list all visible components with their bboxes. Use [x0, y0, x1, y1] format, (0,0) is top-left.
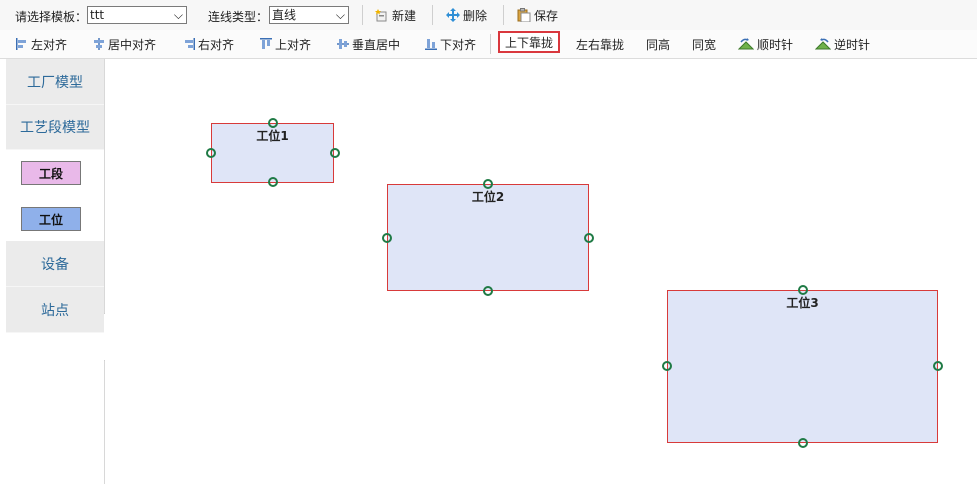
align-right-button[interactable]: 右对齐 [183, 35, 234, 53]
align-vcenter-label: 垂直居中 [352, 37, 401, 52]
rotate-counterclockwise-icon [815, 38, 831, 50]
rotate-clockwise-label: 顺时针 [757, 37, 794, 52]
align-top-label: 上对齐 [275, 37, 312, 52]
horizontal-stack-label: 左右靠拢 [576, 37, 625, 52]
line-type-select-value: 直线 [272, 8, 297, 22]
align-bottom-icon [425, 39, 437, 50]
palette-station-chip[interactable]: 工位 [21, 207, 81, 231]
station-node[interactable]: 工位3 [662, 285, 943, 448]
palette-device[interactable]: 设备 [6, 241, 104, 287]
template-select-value: ttt [90, 8, 105, 22]
palette-station-label: 工位 [38, 212, 63, 227]
new-icon [375, 9, 387, 22]
align-center-button[interactable]: 居中对齐 [93, 35, 156, 53]
palette-factory-model[interactable]: 工厂模型 [6, 59, 104, 105]
save-button-label: 保存 [534, 8, 559, 23]
rotate-clockwise-button[interactable]: 顺时针 [738, 35, 793, 53]
vertical-stack-label: 上下靠拢 [505, 35, 554, 50]
palette-process-model-label: 工艺段模型 [20, 120, 90, 136]
palette-device-label: 设备 [41, 256, 69, 273]
connection-port-right[interactable] [933, 361, 943, 371]
connection-port-bottom[interactable] [268, 177, 278, 187]
align-top-button[interactable]: 上对齐 [260, 35, 311, 53]
palette-site-label: 站点 [41, 302, 69, 319]
align-left-icon [16, 38, 26, 50]
align-top-icon [260, 38, 272, 49]
station-node-title: 工位3 [786, 296, 819, 310]
flow-canvas[interactable]: 工位1 工位2 工位3 [105, 59, 977, 484]
connection-port-left[interactable] [206, 148, 216, 158]
align-vcenter-icon [337, 39, 349, 49]
palette-factory-model-label: 工厂模型 [27, 74, 83, 91]
align-center-icon [94, 38, 104, 50]
rotate-clockwise-icon [738, 38, 754, 50]
palette-segment-label: 工段 [38, 166, 63, 181]
connection-port-top[interactable] [798, 285, 808, 295]
vertical-stack-button[interactable]: 上下靠拢 [498, 31, 561, 53]
main-toolbar: 请选择模板： ttt ⌵ 连线类型： 直线 ⌵ 新建 删除 保存 [0, 0, 977, 31]
connection-port-left[interactable] [382, 233, 392, 243]
same-height-label: 同高 [646, 37, 671, 52]
station-node-title: 工位1 [256, 129, 289, 143]
connection-port-bottom[interactable] [483, 286, 493, 296]
save-button[interactable]: 保存 [517, 6, 558, 24]
chevron-down-icon: ⌵ [173, 8, 183, 22]
line-type-select[interactable]: 直线 ⌵ [269, 6, 349, 24]
template-select[interactable]: ttt ⌵ [87, 6, 187, 24]
same-width-label: 同宽 [692, 37, 717, 52]
align-bottom-button[interactable]: 下对齐 [425, 35, 476, 53]
horizontal-stack-button[interactable]: 左右靠拢 [576, 35, 624, 53]
align-left-button[interactable]: 左对齐 [16, 35, 67, 53]
new-button-label: 新建 [392, 8, 417, 23]
station-node[interactable]: 工位1 [206, 118, 340, 187]
toolbar-divider [503, 5, 504, 25]
station-node[interactable]: 工位2 [382, 179, 594, 296]
align-right-label: 右对齐 [198, 37, 235, 52]
same-width-button[interactable]: 同宽 [692, 35, 716, 53]
align-center-label: 居中对齐 [108, 37, 157, 52]
station-node-title: 工位2 [471, 190, 505, 204]
line-type-label: 连线类型： [208, 10, 269, 24]
connection-port-top[interactable] [268, 118, 278, 128]
delete-button-label: 删除 [463, 8, 488, 23]
move-arrows-icon [446, 8, 460, 22]
toolbar-divider [432, 5, 433, 25]
chevron-down-icon: ⌵ [335, 8, 345, 22]
rotate-counterclockwise-label: 逆时针 [834, 37, 871, 52]
palette-process-model[interactable]: 工艺段模型 [6, 105, 104, 150]
align-bottom-label: 下对齐 [440, 37, 477, 52]
rotate-counterclockwise-button[interactable]: 逆时针 [815, 35, 870, 53]
toolbar-divider [490, 34, 491, 54]
new-button[interactable]: 新建 [375, 6, 416, 24]
clipboard-icon [517, 8, 531, 22]
same-height-button[interactable]: 同高 [646, 35, 670, 53]
delete-button[interactable]: 删除 [446, 6, 487, 24]
palette-segment-chip[interactable]: 工段 [21, 161, 81, 185]
template-label: 请选择模板： [15, 10, 88, 24]
connection-port-right[interactable] [330, 148, 340, 158]
connection-port-bottom[interactable] [798, 438, 808, 448]
align-toolbar: 左对齐 居中对齐 右对齐 上对齐 垂直居中 下对齐 上下靠拢 左右靠拢 [0, 30, 977, 59]
align-left-label: 左对齐 [31, 37, 68, 52]
palette-site[interactable]: 站点 [6, 287, 104, 333]
align-vcenter-button[interactable]: 垂直居中 [337, 35, 400, 53]
connection-port-top[interactable] [483, 179, 493, 189]
connection-port-left[interactable] [662, 361, 672, 371]
component-palette: 工厂模型 工艺段模型 工段 工位 设备 站点 [6, 59, 105, 484]
connection-port-right[interactable] [584, 233, 594, 243]
toolbar-divider [362, 5, 363, 25]
align-right-icon [185, 38, 195, 50]
